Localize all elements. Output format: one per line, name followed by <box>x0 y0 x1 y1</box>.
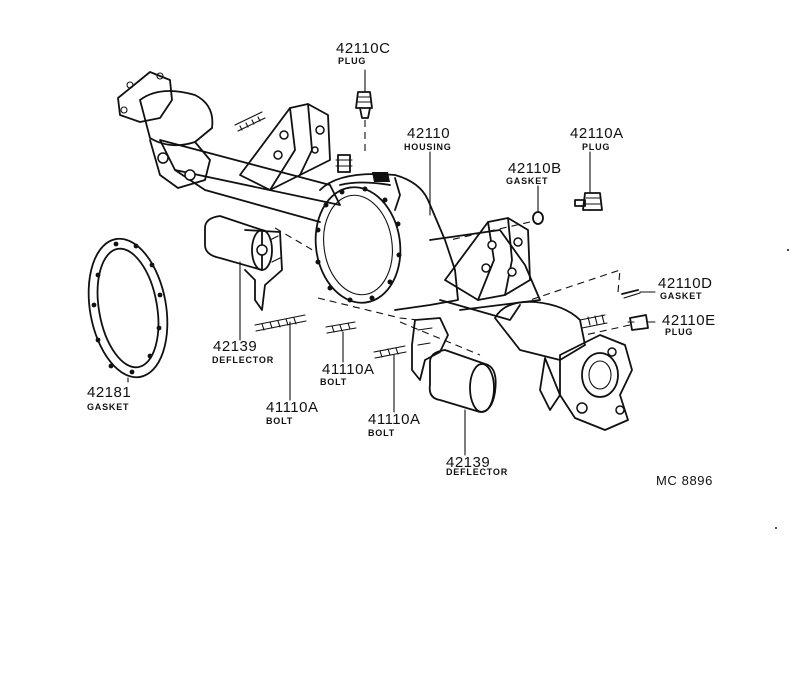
plug-42110e-drawing <box>627 314 649 331</box>
part-name-gasket-d: GASKET <box>660 291 703 301</box>
deflector-left-drawing <box>204 215 283 311</box>
part-number-42110b: 42110B <box>508 160 562 177</box>
part-number-41110a-right: 41110A <box>368 411 421 428</box>
plug-42110c-drawing <box>355 91 373 119</box>
part-name-deflector-right: DEFLECTOR <box>446 467 509 477</box>
catalog-code: MC 8896 <box>656 473 713 488</box>
part-name-plug-a: PLUG <box>582 142 611 152</box>
gasket-42181-drawing <box>87 237 169 379</box>
part-number-42110a-plug: 42110A <box>570 125 624 142</box>
part-number-42139-left: 42139 <box>213 338 258 355</box>
plug-42110a-drawing <box>574 192 603 211</box>
part-number-42110: 42110 <box>407 125 451 142</box>
leader-lines <box>127 69 656 456</box>
part-name-deflector-left: DEFLECTOR <box>212 355 275 365</box>
part-number-42181: 42181 <box>87 384 132 401</box>
gasket-42110b-drawing <box>532 211 544 225</box>
part-name-bolt-center: BOLT <box>320 377 348 387</box>
part-name-bolt-right: BOLT <box>368 428 396 438</box>
part-name-plug-e: PLUG <box>665 327 694 337</box>
part-name-gasket-cover: GASKET <box>87 402 130 412</box>
gasket-42110d-drawing <box>621 289 641 299</box>
part-name-plug-c: PLUG <box>338 56 367 66</box>
part-number-42110d: 42110D <box>658 275 713 292</box>
bolt-center-drawing <box>325 321 357 334</box>
part-number-42110e: 42110E <box>662 312 716 329</box>
bolt-left-drawing <box>254 314 307 332</box>
part-name-gasket-b: GASKET <box>506 176 549 186</box>
deflector-right-drawing <box>411 317 497 413</box>
bolt-right-drawing <box>373 345 407 359</box>
part-name-housing: HOUSING <box>404 142 452 152</box>
part-number-42110c: 42110C <box>336 40 391 57</box>
part-number-42139-right: 42139 <box>446 454 491 471</box>
part-name-bolt-left: BOLT <box>266 416 294 426</box>
part-number-41110a-left: 41110A <box>266 399 319 416</box>
axle-housing <box>117 71 633 431</box>
part-number-41110a-center: 41110A <box>322 361 375 378</box>
